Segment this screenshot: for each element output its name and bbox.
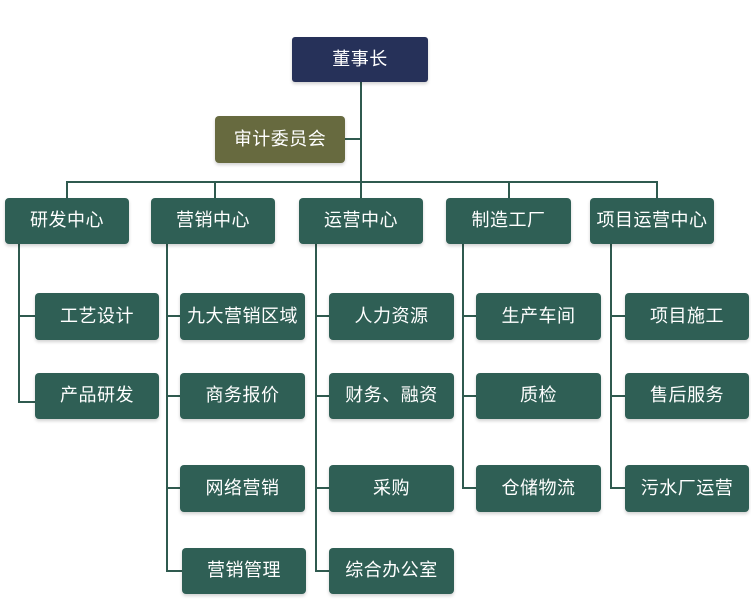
connector-operations-unit-2 <box>315 395 331 397</box>
audit-committee-node: 审计委员会 <box>215 116 345 163</box>
connector-factory-unit-3 <box>462 487 478 489</box>
connector-marketing-unit-4 <box>166 570 184 572</box>
connector-project-unit-2 <box>610 395 627 397</box>
unit-general-office-node: 综合办公室 <box>329 548 454 594</box>
unit-finance-financing-node: 财务、融资 <box>329 373 454 419</box>
connector-department-drop-1 <box>66 181 68 200</box>
unit-warehousing-logistics-node: 仓储物流 <box>476 465 601 512</box>
connector-factory-spine <box>462 243 464 489</box>
connector-marketing-unit-3 <box>166 487 182 489</box>
unit-human-resources-node: 人力资源 <box>329 293 454 340</box>
connector-department-drop-5 <box>656 181 658 200</box>
connector-chairman-down <box>360 82 362 182</box>
department-marketing-node: 营销中心 <box>151 198 275 244</box>
connector-marketing-unit-2 <box>166 395 182 397</box>
connector-factory-unit-2 <box>462 395 478 397</box>
department-operations-node: 运营中心 <box>299 198 423 244</box>
connector-operations-unit-4 <box>315 570 331 572</box>
connector-rd-spine <box>18 243 20 402</box>
unit-quality-inspection-node: 质检 <box>476 373 601 419</box>
connector-department-drop-3 <box>360 181 362 200</box>
department-factory-node: 制造工厂 <box>446 198 571 244</box>
connector-department-drop-4 <box>508 181 510 200</box>
connector-factory-unit-1 <box>462 315 478 317</box>
unit-project-construction-node: 项目施工 <box>625 293 749 340</box>
chairman-node: 董事长 <box>292 37 428 82</box>
unit-production-workshop-node: 生产车间 <box>476 293 601 340</box>
unit-online-marketing-node: 网络营销 <box>180 465 305 512</box>
unit-product-rd-node: 产品研发 <box>35 373 159 419</box>
connector-project-unit-1 <box>610 315 627 317</box>
connector-project-spine <box>610 243 612 489</box>
connector-rd-unit-2 <box>18 401 36 403</box>
connector-operations-spine <box>315 243 317 572</box>
connector-operations-unit-3 <box>315 487 331 489</box>
unit-nine-sales-regions-node: 九大营销区域 <box>180 293 305 340</box>
connector-rd-unit-1 <box>18 315 36 317</box>
unit-marketing-management-node: 营销管理 <box>182 548 306 594</box>
department-rd-node: 研发中心 <box>5 198 129 244</box>
department-project-operations-node: 项目运营中心 <box>590 198 714 244</box>
connector-operations-unit-1 <box>315 315 331 317</box>
unit-procurement-node: 采购 <box>329 465 454 512</box>
connector-project-unit-3 <box>610 487 627 489</box>
unit-wastewater-plant-operations-node: 污水厂运营 <box>625 465 749 512</box>
unit-process-design-node: 工艺设计 <box>35 293 159 340</box>
connector-marketing-unit-1 <box>166 315 182 317</box>
unit-business-quotation-node: 商务报价 <box>180 373 305 419</box>
connector-department-bar <box>66 181 658 183</box>
connector-department-drop-2 <box>214 181 216 200</box>
connector-audit <box>344 138 361 140</box>
unit-after-sales-service-node: 售后服务 <box>625 373 749 419</box>
connector-marketing-spine <box>166 243 168 572</box>
